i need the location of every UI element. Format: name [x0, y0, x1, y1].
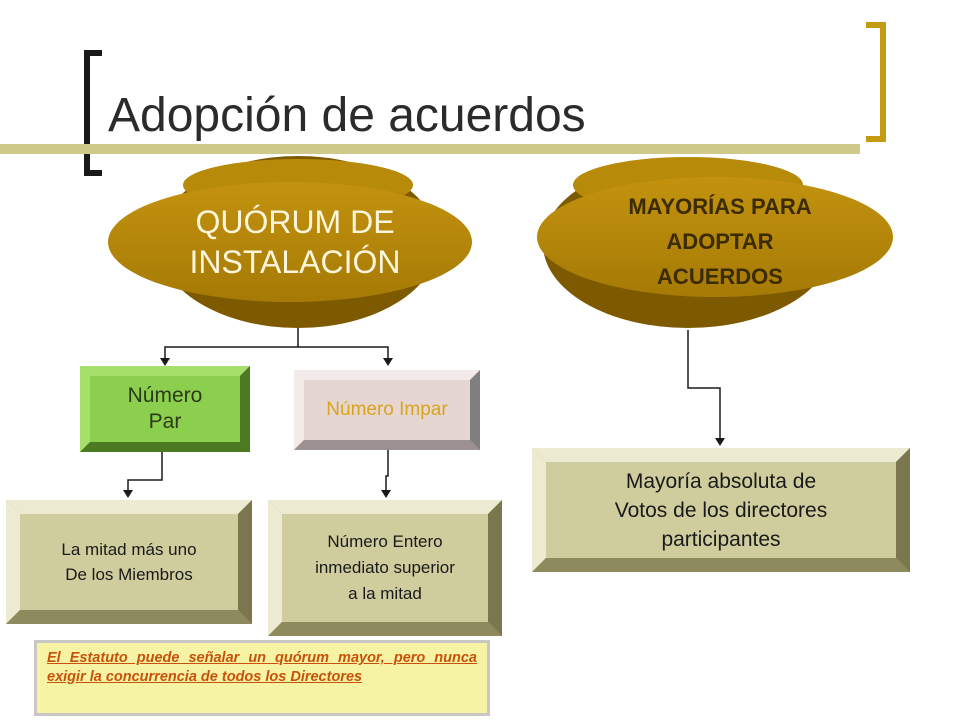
mitad-mas-uno-line-1: La mitad más uno	[61, 540, 197, 559]
quorum-label: QUÓRUM DE INSTALACIÓN	[115, 192, 475, 292]
page-title: Adopción de acuerdos	[108, 89, 586, 142]
numero-entero-line-1: Número Entero	[327, 532, 443, 551]
mitad-mas-uno-label: La mitad más uno De los Miembros	[20, 514, 238, 610]
connectors	[127, 328, 721, 492]
mayorias-line-1: MAYORÍAS PARA	[628, 193, 812, 219]
statute-note: El Estatuto puede señalar un quórum mayo…	[34, 640, 490, 716]
quorum-line-2: INSTALACIÓN	[189, 244, 401, 280]
numero-impar-text: Número Impar	[326, 399, 448, 420]
numero-entero-label: Número Entero inmediato superior a la mi…	[282, 514, 488, 622]
mayorias-line-3: ACUERDOS	[657, 263, 783, 289]
numero-impar-box	[294, 370, 480, 450]
title-bracket-left	[84, 50, 102, 176]
numero-par-line-1: Número	[127, 384, 203, 407]
numero-entero-line-2: inmediato superior	[315, 558, 455, 577]
mayoria-absoluta-line-1: Mayoría absoluta de	[625, 469, 817, 493]
numero-par-line-2: Par	[148, 410, 182, 433]
quorum-oval	[108, 156, 472, 328]
numero-entero-line-3: a la mitad	[348, 584, 422, 603]
mitad-mas-uno-line-2: De los Miembros	[65, 565, 193, 584]
mayorias-oval	[537, 157, 893, 328]
mayoria-absoluta-line-2: Votos de los directores	[614, 498, 828, 522]
numero-entero-box	[268, 500, 502, 636]
mitad-mas-uno-box	[6, 500, 252, 624]
mayoria-absoluta-box	[532, 448, 910, 572]
quorum-line-1: QUÓRUM DE	[195, 204, 395, 240]
numero-par-label: Número Par	[90, 376, 240, 442]
mayorias-line-2: ADOPTAR	[666, 228, 774, 254]
connector-arrowheads	[123, 358, 725, 498]
title-bracket-right	[866, 22, 886, 142]
statute-note-text: El Estatuto puede señalar un quórum mayo…	[47, 650, 477, 685]
mayorias-label: MAYORÍAS PARA ADOPTAR ACUERDOS	[545, 186, 895, 296]
mayoria-absoluta-line-3: participantes	[661, 527, 781, 551]
numero-impar-label: Número Impar	[304, 380, 470, 440]
title-underline	[0, 144, 860, 154]
numero-par-box	[80, 366, 250, 452]
mayoria-absoluta-label: Mayoría absoluta de Votos de los directo…	[546, 462, 896, 558]
